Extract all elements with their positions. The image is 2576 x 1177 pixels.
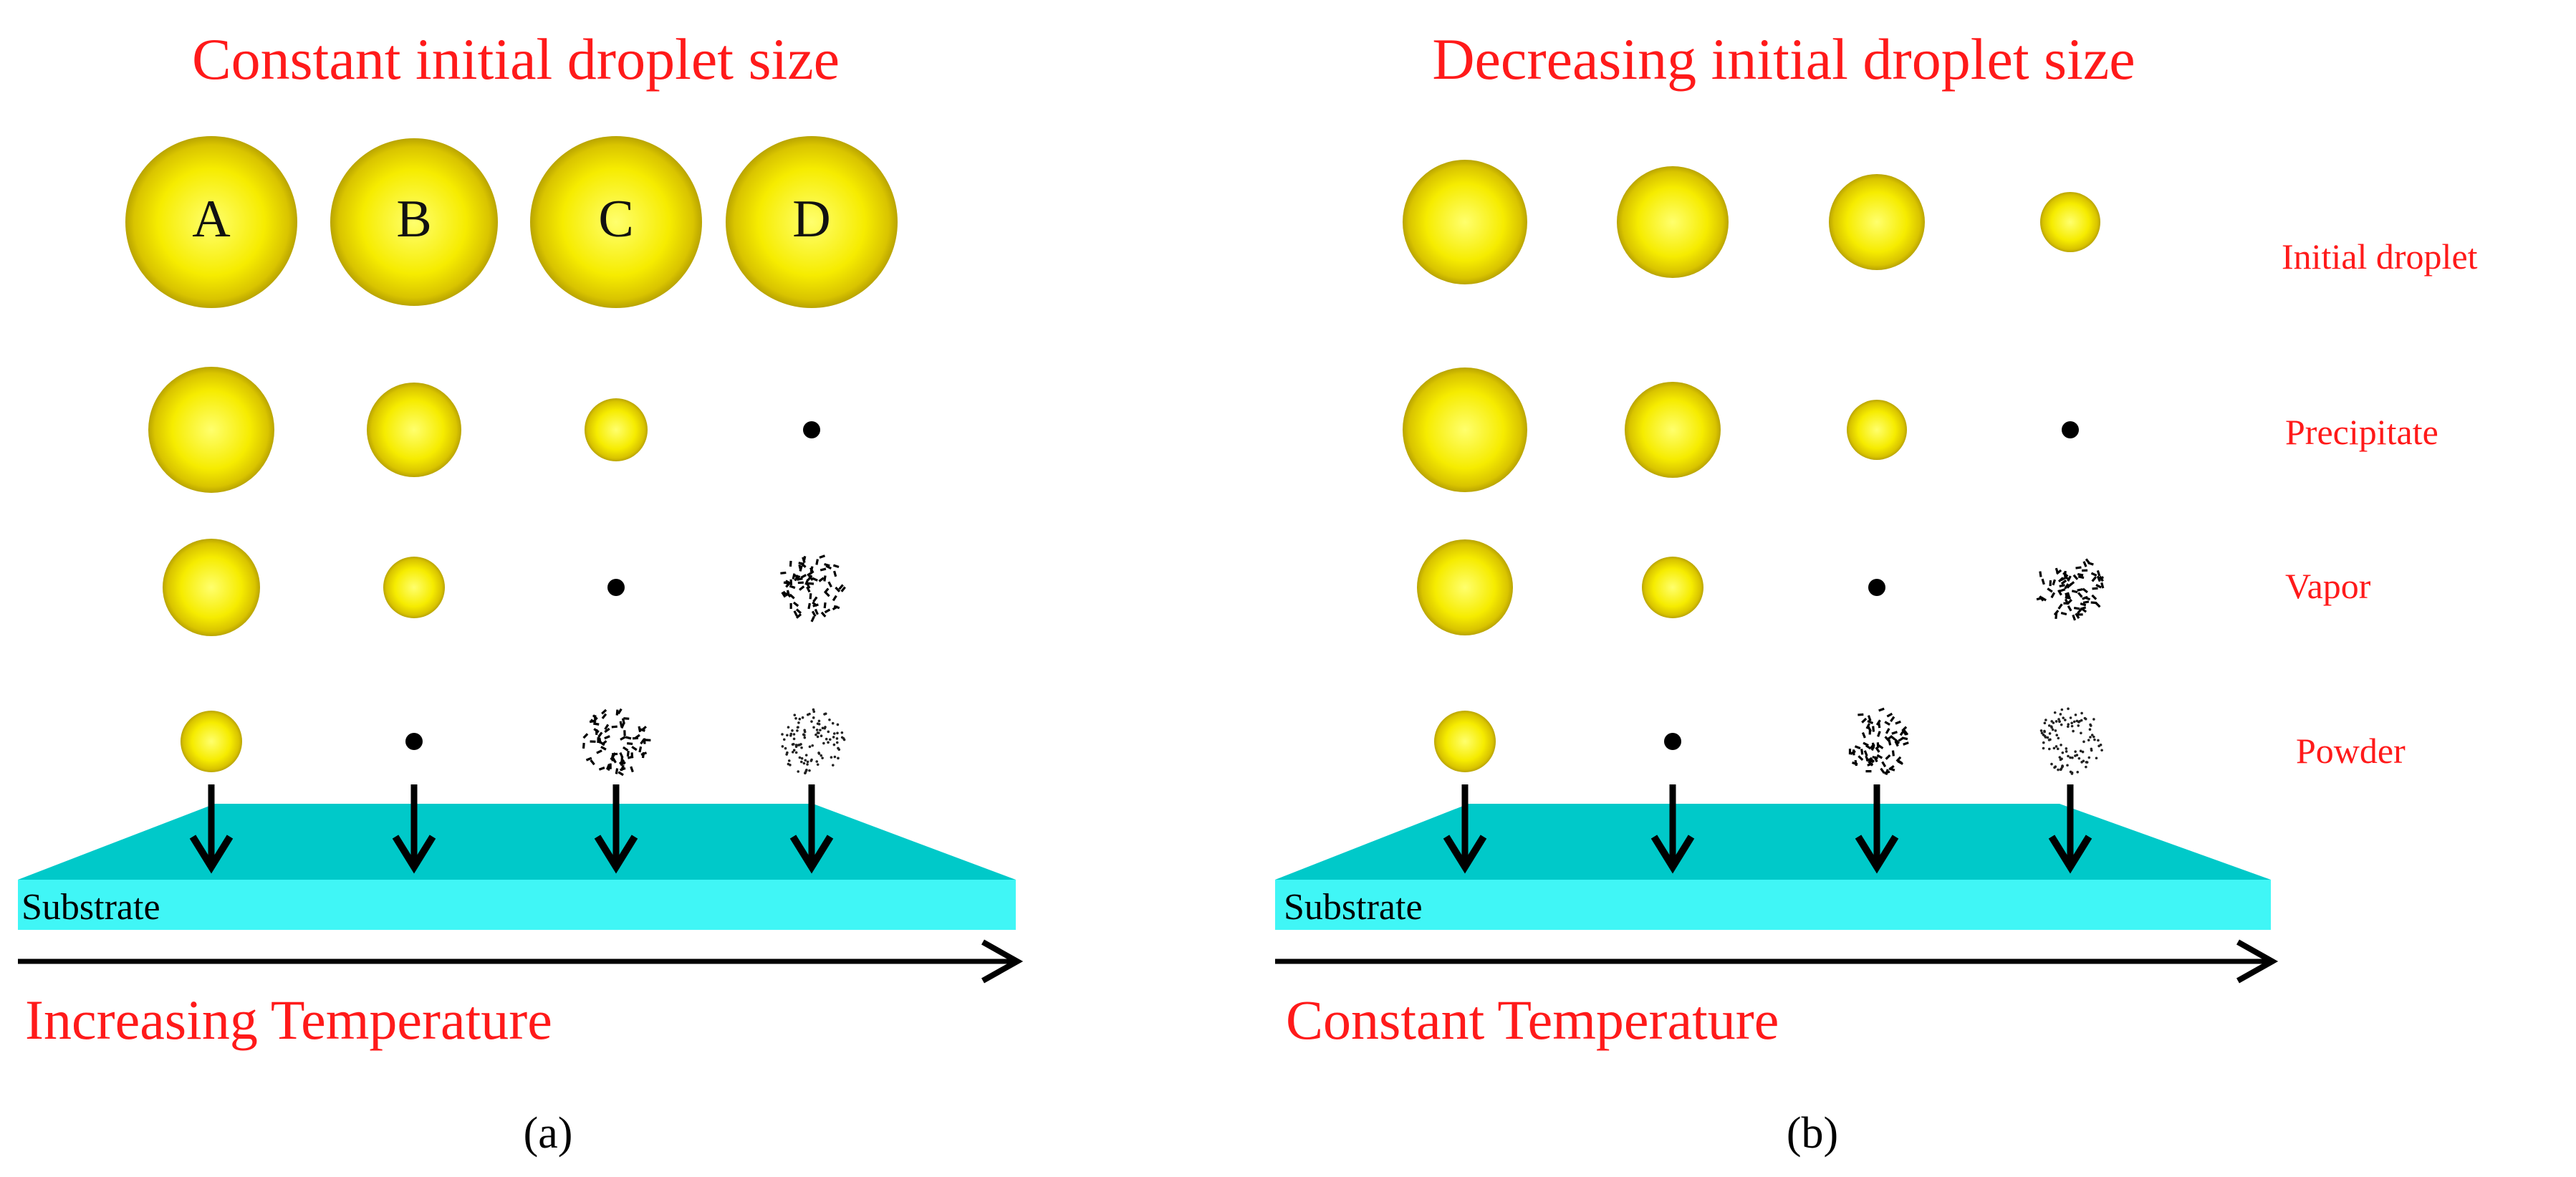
panel-a-particle-r1-c2 [330, 138, 498, 306]
panel-b-particle-r3-c4 [2036, 558, 2105, 621]
panel-a-particle-r3-c3 [607, 579, 625, 596]
panel-b-particle-r3-c3 [1868, 579, 1885, 596]
panel-b-particle-r4-c3 [1848, 707, 1909, 775]
panel-a-particle-r4-c1 [181, 711, 242, 772]
panel-b-particle-r1-c2 [1617, 166, 1729, 278]
droplet-letter-b: B [396, 190, 431, 249]
panel-b-substrate-label: Substrate [1284, 887, 1423, 928]
panel-a-title: Constant initial droplet size [192, 27, 840, 92]
droplet-letter-a: A [192, 190, 230, 249]
droplet-letter-c: C [598, 190, 633, 249]
panel-b-particle-r1-c4 [2040, 192, 2100, 252]
droplet-letter-d: D [792, 190, 830, 249]
panel-a-particle-r1-c4 [726, 136, 898, 308]
down-arrow-icon [189, 784, 234, 874]
panel-b-title: Decreasing initial droplet size [1432, 27, 2135, 92]
panel-a-particle-r2-c4 [803, 421, 820, 438]
down-arrow-icon [1650, 784, 1695, 874]
panel-b-particle-r2-c1 [1403, 367, 1527, 492]
down-arrow-icon [594, 784, 638, 874]
down-arrow-icon [2048, 784, 2092, 874]
panel-a-substrate-front [18, 880, 1016, 930]
panel-a-particle-r4-c3 [582, 708, 651, 777]
panel-a-particle-r3-c4 [780, 554, 846, 623]
panel-a-particle-r1-c3 [530, 136, 702, 308]
panel-b-particle-r2-c3 [1847, 400, 1907, 460]
deposition-arrows [189, 784, 2092, 874]
panel-b-particle-r1-c1 [1403, 160, 1527, 284]
panel-b-substrate-front [1275, 880, 2271, 930]
panel-a-substrate-top [18, 804, 1016, 880]
down-arrow-icon [392, 784, 436, 874]
down-arrow-icon [789, 784, 834, 874]
panel-b-droplets [1403, 160, 2105, 775]
panel-a-particle-r1-c1 [125, 136, 297, 308]
panel-a-temperature-label: Increasing Temperature [25, 989, 552, 1051]
down-arrow-icon [1855, 784, 1899, 874]
stage-label-vapor: Vapor [2285, 566, 2371, 606]
down-arrow-icon [1443, 784, 1487, 874]
panel-b-particle-r2-c2 [1625, 382, 1721, 478]
stage-label-initial-droplet: Initial droplet [2282, 236, 2478, 277]
panel-a-sublabel: (a) [524, 1109, 573, 1158]
panel-b-particle-r4-c2 [1664, 733, 1681, 750]
panel-b-particle-r1-c3 [1829, 174, 1925, 270]
panel-b-particle-r3-c2 [1642, 557, 1703, 618]
panel-a-substrate-label: Substrate [21, 887, 160, 928]
panel-a-temperature-arrowhead [981, 939, 1024, 984]
panel-b-sublabel: (b) [1787, 1109, 1838, 1158]
panel-a-particle-r2-c2 [367, 383, 461, 477]
panel-a-particle-r4-c4 [781, 708, 846, 774]
panel-b-particle-r2-c4 [2062, 421, 2079, 438]
panel-a-particle-r2-c3 [585, 398, 648, 461]
panel-a-particle-r3-c2 [383, 557, 445, 618]
panel-a-particle-r2-c1 [148, 367, 274, 493]
panel-b-temperature-label: Constant Temperature [1286, 989, 1779, 1051]
panel-a-particle-r3-c1 [163, 539, 260, 636]
panel-b-particle-r4-c1 [1434, 711, 1496, 772]
panel-a-droplets [125, 136, 898, 777]
panel-b-particle-r4-c4 [2039, 707, 2103, 775]
stage-label-precipitate: Precipitate [2285, 412, 2438, 452]
panel-b-particle-r3-c1 [1417, 539, 1513, 635]
panel-b-temperature-arrowhead [2236, 939, 2279, 984]
panel-a-particle-r4-c2 [405, 733, 423, 750]
stage-label-powder: Powder [2296, 731, 2406, 771]
panel-b-substrate-top [1275, 804, 2271, 880]
